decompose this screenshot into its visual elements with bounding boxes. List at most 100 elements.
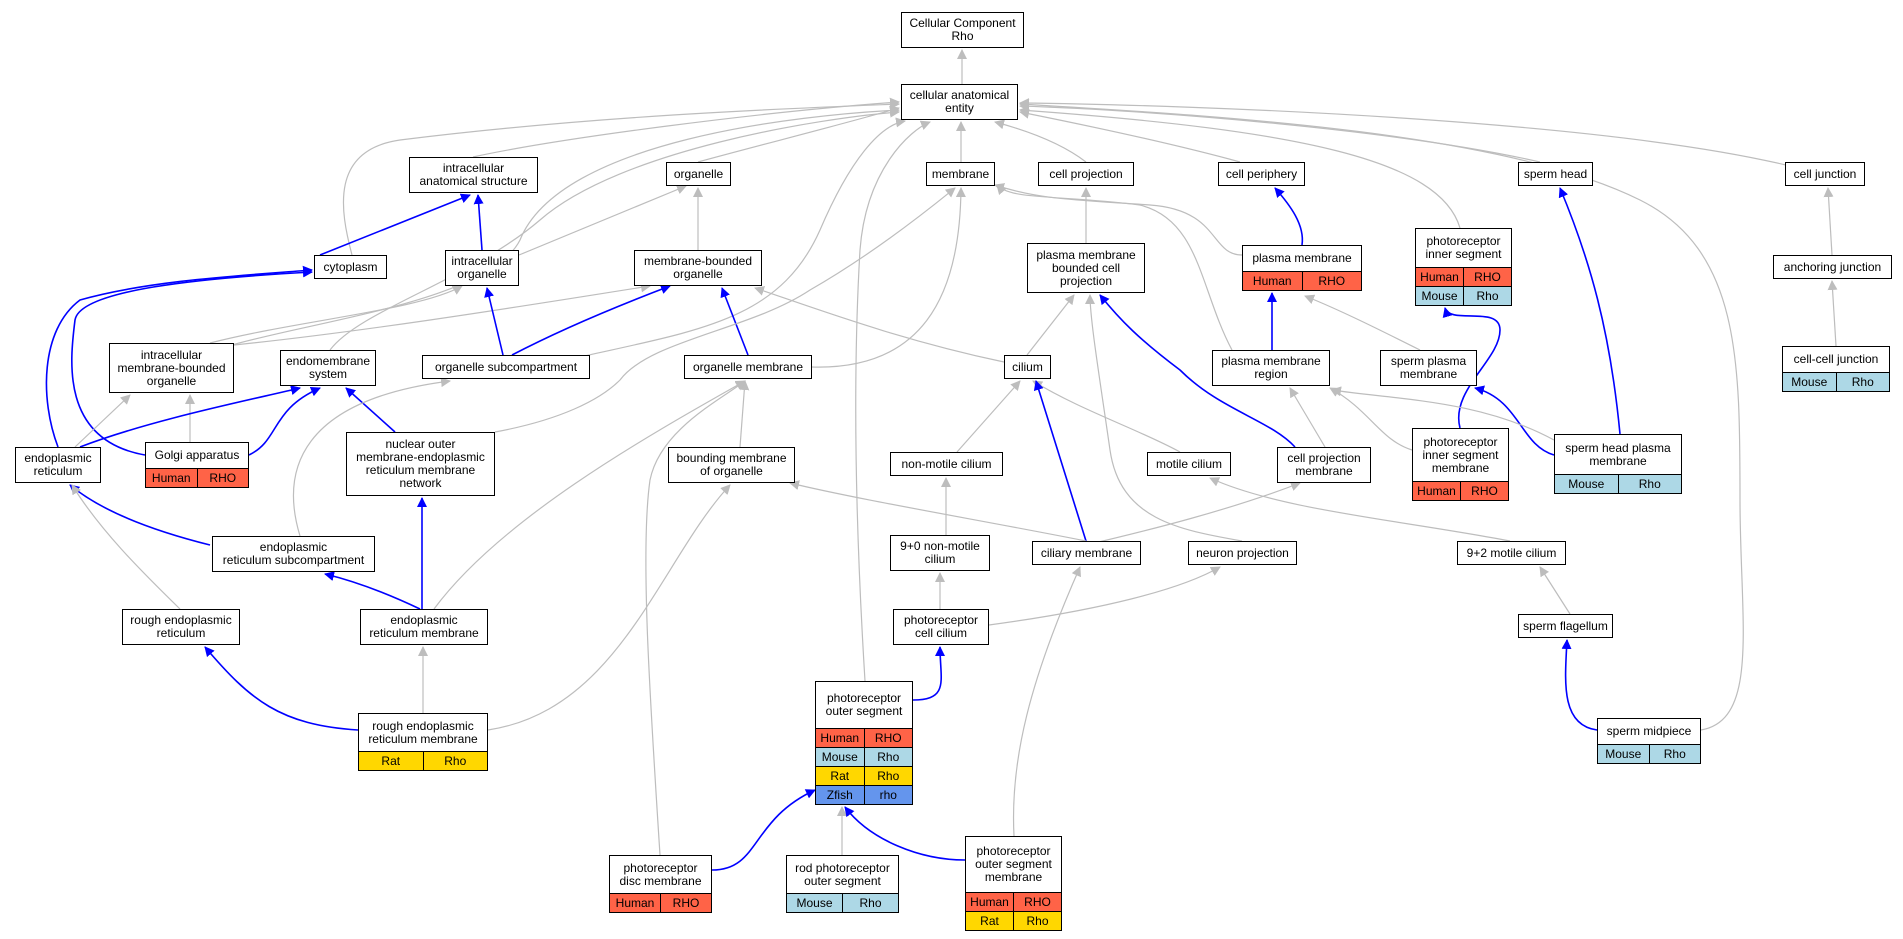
term-label[interactable]: cell periphery bbox=[1218, 162, 1305, 186]
term-node-cytoplasm[interactable]: cytoplasm bbox=[314, 255, 387, 279]
term-label[interactable]: photoreceptor outer segment bbox=[815, 681, 913, 729]
term-node-cellper[interactable]: cell periphery bbox=[1218, 162, 1305, 186]
term-label[interactable]: plasma membrane bbox=[1242, 245, 1362, 272]
term-node-ias[interactable]: intracellular anatomical structure bbox=[409, 157, 538, 193]
term-label[interactable]: plasma membrane bounded cell projection bbox=[1027, 243, 1145, 293]
term-label[interactable]: intracellular membrane-bounded organelle bbox=[109, 343, 234, 393]
term-node-neuproj[interactable]: neuron projection bbox=[1188, 541, 1297, 565]
term-label[interactable]: sperm head plasma membrane bbox=[1554, 434, 1682, 475]
term-node-prcc[interactable]: photoreceptor cell cilium bbox=[893, 609, 989, 645]
term-node-endomem[interactable]: endomembrane system bbox=[280, 350, 376, 386]
term-node-nomer[interactable]: nuclear outer membrane-endoplasmic retic… bbox=[346, 432, 495, 496]
term-label[interactable]: neuron projection bbox=[1188, 541, 1297, 565]
term-label[interactable]: cell-cell junction bbox=[1782, 346, 1890, 373]
term-node-ajunc[interactable]: anchoring junction bbox=[1773, 255, 1892, 279]
term-node-intorg[interactable]: intracellular organelle bbox=[445, 250, 519, 286]
term-label[interactable]: sperm flagellum bbox=[1518, 614, 1613, 638]
term-node-organelle[interactable]: organelle bbox=[666, 162, 731, 186]
term-node-nmc[interactable]: non-motile cilium bbox=[890, 452, 1003, 476]
term-node-celljunc[interactable]: cell junction bbox=[1785, 162, 1865, 186]
term-label[interactable]: photoreceptor outer segment membrane bbox=[965, 836, 1062, 893]
term-node-ersub[interactable]: endoplasmic reticulum subcompartment bbox=[212, 536, 375, 572]
term-label[interactable]: photoreceptor cell cilium bbox=[893, 609, 989, 645]
term-label[interactable]: cilium bbox=[1004, 355, 1051, 379]
term-label[interactable]: intracellular organelle bbox=[445, 250, 519, 286]
term-label[interactable]: endoplasmic reticulum membrane bbox=[360, 609, 488, 645]
edge-imbo-to-mbo bbox=[233, 282, 651, 346]
edge-golgi-to-endomem bbox=[248, 387, 321, 456]
term-node-spm[interactable]: sperm plasma membrane bbox=[1380, 350, 1477, 386]
term-label[interactable]: Golgi apparatus bbox=[145, 442, 249, 469]
term-label[interactable]: organelle bbox=[666, 162, 731, 186]
term-node-cilmem[interactable]: ciliary membrane bbox=[1032, 541, 1141, 565]
term-node-spermhead[interactable]: sperm head bbox=[1518, 162, 1593, 186]
term-label[interactable]: 9+0 non-motile cilium bbox=[890, 535, 990, 571]
term-label[interactable]: sperm plasma membrane bbox=[1380, 350, 1477, 386]
term-label[interactable]: photoreceptor disc membrane bbox=[609, 855, 712, 894]
term-node-cae[interactable]: cellular anatomical entity bbox=[901, 84, 1018, 120]
term-label[interactable]: cell junction bbox=[1785, 162, 1865, 186]
term-label[interactable]: endoplasmic reticulum subcompartment bbox=[212, 536, 375, 572]
term-label[interactable]: cell projection bbox=[1038, 162, 1134, 186]
term-label[interactable]: nuclear outer membrane-endoplasmic retic… bbox=[346, 432, 495, 496]
term-node-cellproj[interactable]: cell projection bbox=[1038, 162, 1134, 186]
term-node-mc92[interactable]: 9+2 motile cilium bbox=[1457, 541, 1566, 565]
term-label[interactable]: rough endoplasmic reticulum membrane bbox=[358, 713, 488, 752]
term-node-mbo[interactable]: membrane-bounded organelle bbox=[634, 250, 762, 286]
term-label[interactable]: cell projection membrane bbox=[1277, 447, 1371, 483]
term-label[interactable]: cytoplasm bbox=[314, 255, 387, 279]
term-node-nmc90[interactable]: 9+0 non-motile cilium bbox=[890, 535, 990, 571]
term-label[interactable]: organelle subcompartment bbox=[422, 355, 590, 379]
term-label[interactable]: 9+2 motile cilium bbox=[1457, 541, 1566, 565]
term-label[interactable]: organelle membrane bbox=[684, 355, 812, 379]
term-node-bmo[interactable]: bounding membrane of organelle bbox=[668, 447, 795, 483]
term-node-mc[interactable]: motile cilium bbox=[1147, 452, 1231, 476]
term-node-pmbcp[interactable]: plasma membrane bounded cell projection bbox=[1027, 243, 1145, 293]
term-label[interactable]: ciliary membrane bbox=[1032, 541, 1141, 565]
term-label[interactable]: non-motile cilium bbox=[890, 452, 1003, 476]
term-label[interactable]: anchoring junction bbox=[1773, 255, 1892, 279]
species-cell: Mouse bbox=[1597, 744, 1650, 764]
term-node-rer[interactable]: rough endoplasmic reticulum bbox=[122, 609, 240, 645]
term-label[interactable]: sperm midpiece bbox=[1597, 718, 1701, 745]
term-label[interactable]: membrane-bounded organelle bbox=[634, 250, 762, 286]
term-label[interactable]: photoreceptor inner segment membrane bbox=[1412, 428, 1509, 482]
term-label[interactable]: membrane bbox=[926, 162, 995, 186]
term-node-sflag[interactable]: sperm flagellum bbox=[1518, 614, 1613, 638]
term-node-pmr[interactable]: plasma membrane region bbox=[1212, 350, 1330, 386]
term-label[interactable]: motile cilium bbox=[1147, 452, 1231, 476]
term-node-cilium[interactable]: cilium bbox=[1004, 355, 1051, 379]
term-node-cpm[interactable]: cell projection membrane bbox=[1277, 447, 1371, 483]
term-label[interactable]: endoplasmic reticulum bbox=[15, 447, 101, 483]
term-label[interactable]: plasma membrane region bbox=[1212, 350, 1330, 386]
term-label[interactable]: intracellular anatomical structure bbox=[409, 157, 538, 193]
term-label[interactable]: endomembrane system bbox=[280, 350, 376, 386]
term-node-er[interactable]: endoplasmic reticulum bbox=[15, 447, 101, 483]
term-node-orgsub[interactable]: organelle subcompartment bbox=[422, 355, 590, 379]
term-label[interactable]: rough endoplasmic reticulum bbox=[122, 609, 240, 645]
term-label[interactable]: photoreceptor inner segment bbox=[1415, 228, 1512, 268]
term-node-erm[interactable]: endoplasmic reticulum membrane bbox=[360, 609, 488, 645]
term-node-membrane[interactable]: membrane bbox=[926, 162, 995, 186]
term-label[interactable]: Cellular Component Rho bbox=[901, 12, 1024, 48]
term-label[interactable]: bounding membrane of organelle bbox=[668, 447, 795, 483]
term-label[interactable]: sperm head bbox=[1518, 162, 1593, 186]
term-label[interactable]: cellular anatomical entity bbox=[901, 84, 1018, 120]
term-node-root[interactable]: Cellular Component Rho bbox=[901, 12, 1024, 48]
term-node-orgmem[interactable]: organelle membrane bbox=[684, 355, 812, 379]
term-node-imbo[interactable]: intracellular membrane-bounded organelle bbox=[109, 343, 234, 393]
term-label[interactable]: rod photoreceptor outer segment bbox=[786, 855, 899, 894]
